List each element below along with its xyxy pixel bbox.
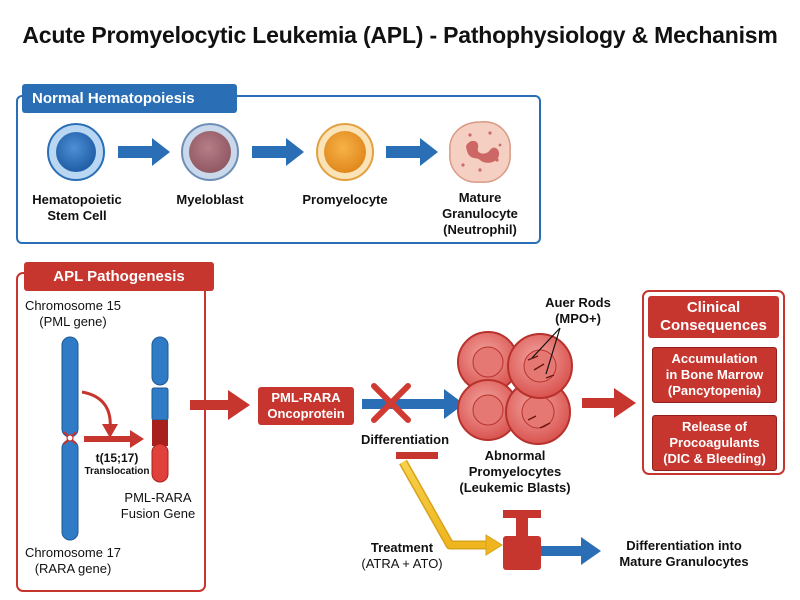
normal-hematopoiesis-heading: Normal Hematopoiesis <box>22 84 237 113</box>
translocation-label: t(15;17) Translocation <box>84 451 150 478</box>
promyelocyte-icon <box>316 123 374 181</box>
treatment-block-icon <box>503 510 541 570</box>
apl-pathogenesis-heading: APL Pathogenesis <box>24 262 214 291</box>
fusion-chromosome-icon <box>151 336 169 483</box>
treatment-label: Treatment(ATRA + ATO) <box>361 540 443 571</box>
page-title: Acute Promyelocytic Leukemia (APL) - Pat… <box>22 22 778 48</box>
cells-to-clinical-arrow <box>582 388 636 418</box>
normal-arrow-3 <box>386 138 438 166</box>
abnormal-promyelocytes-icon <box>457 331 573 445</box>
promyelocyte-label: Promyelocyte <box>302 192 388 207</box>
inhibition-bar <box>396 452 438 459</box>
myeloblast-label: Myeloblast <box>176 192 244 207</box>
stem-cell-icon <box>47 123 105 181</box>
normal-arrow-2 <box>252 138 304 166</box>
chromosome-blue-icon <box>61 336 79 541</box>
blocked-differentiation-arrow <box>362 389 464 419</box>
translocation-curve-arrow <box>81 390 118 438</box>
translocation-arrow <box>84 430 144 448</box>
auer-rods-label: Auer Rods(MPO+) <box>545 295 611 326</box>
treatment-yellow-arrow <box>399 459 503 556</box>
neutrophil-icon <box>449 121 511 183</box>
differentiation-label: Differentiation <box>360 432 450 447</box>
pathogenesis-to-oncoprotein-arrow <box>190 390 250 420</box>
auer-rod-pointers <box>531 327 561 375</box>
chromosome-17-label: Chromosome 17(RARA gene) <box>24 545 122 576</box>
clinical-consequences-panel <box>642 290 785 475</box>
block-x-icon <box>371 383 411 423</box>
normal-arrow-1 <box>118 138 170 166</box>
chromosome-15-label: Chromosome 15(PML gene) <box>24 298 122 329</box>
myeloblast-icon <box>181 123 239 181</box>
outcome-arrow <box>541 537 601 565</box>
